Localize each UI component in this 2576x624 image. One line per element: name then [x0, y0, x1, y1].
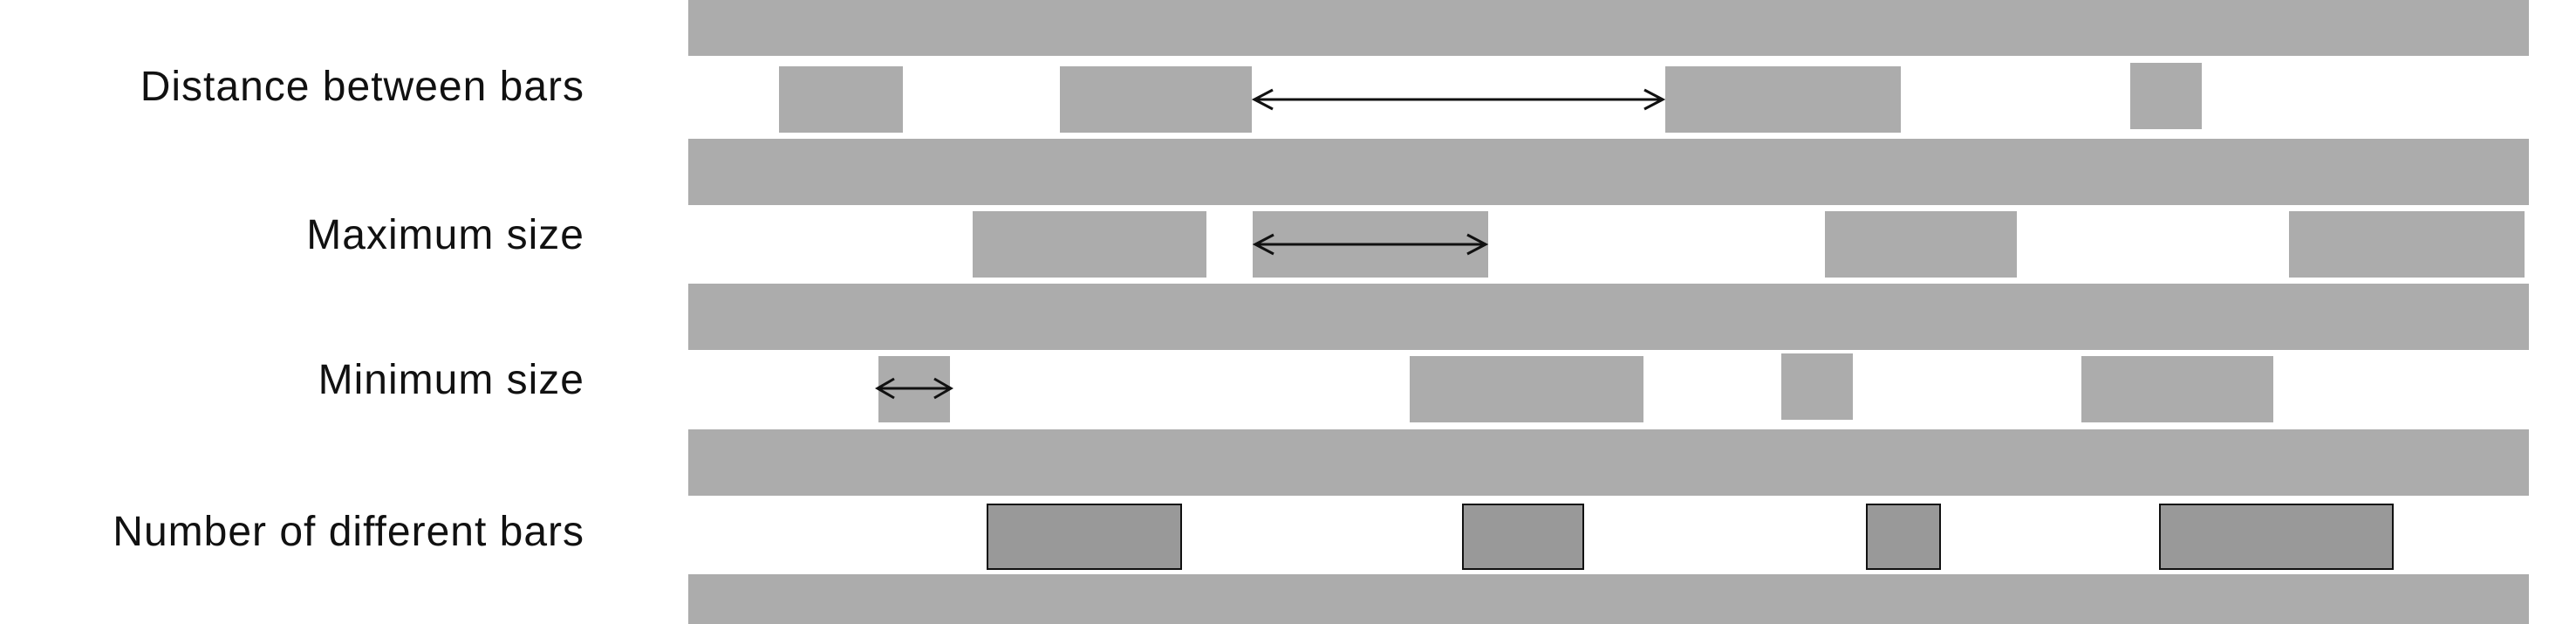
bar-block [1825, 211, 2017, 278]
bar-block [1060, 66, 1252, 133]
bar-type-3 [1866, 504, 1941, 570]
bar-block [779, 66, 903, 133]
label-minimum-size: Minimum size [318, 357, 584, 403]
bar-block [1410, 356, 1643, 422]
bar-block [1781, 353, 1853, 420]
distance-double-arrow [1251, 88, 1666, 111]
separator-band-1 [688, 0, 2529, 56]
bar-block [2081, 356, 2273, 422]
bar-block [2130, 63, 2202, 129]
separator-band-2 [688, 139, 2529, 205]
minimum-size-double-arrow [875, 377, 953, 400]
bar-type-2 [1462, 504, 1584, 570]
bar-type-4 [2159, 504, 2394, 570]
label-distance-between-bars: Distance between bars [140, 64, 584, 110]
separator-band-4 [688, 429, 2529, 496]
bar-block [2289, 211, 2525, 278]
label-number-of-different-bars: Number of different bars [113, 509, 584, 555]
label-maximum-size: Maximum size [306, 212, 584, 258]
bar-block [1665, 66, 1901, 133]
separator-band-5 [688, 574, 2529, 624]
bar-block [973, 211, 1206, 278]
separator-band-3 [688, 284, 2529, 350]
bar-type-1 [987, 504, 1182, 570]
maximum-size-double-arrow [1252, 233, 1489, 256]
